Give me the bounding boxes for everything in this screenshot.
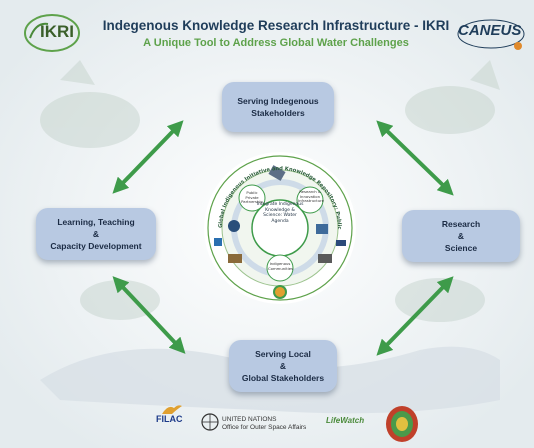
node-top-line1: Serving Indegenous: [237, 96, 319, 106]
node-right-line3: Science: [444, 243, 478, 253]
node-serving-local-global: Serving Local & Global Stakeholders: [229, 340, 337, 392]
lifewatch-logo: LifeWatch: [326, 416, 365, 425]
node-right-line2: &: [457, 231, 465, 241]
unoosa-logo-line1: UNITED NATIONS: [222, 416, 277, 423]
node-right-line1: Research: [441, 219, 481, 229]
arrow-top-left: [112, 120, 184, 194]
node-top-line2: Stakeholders: [251, 108, 305, 118]
node-left-line2: &: [92, 229, 100, 239]
partner-logo-icon: [336, 240, 346, 246]
node-bottom-line1: Serving Local: [255, 349, 311, 359]
ikri-leaf-icon: [24, 14, 80, 52]
un-emblem-icon: [201, 413, 219, 431]
unoosa-logo-line2: Office for Outer Space Affairs: [222, 424, 307, 431]
hub-bubble-right: Research & Innovation Infrastructure: [298, 189, 324, 204]
factory-icon: [316, 224, 328, 234]
caneus-logo: CANEUS: [458, 22, 522, 39]
node-left-line3: Capacity Development: [50, 241, 142, 251]
arrow-top-right: [376, 120, 454, 196]
node-serving-indegenous-stakeholders: Serving Indegenous Stakeholders: [222, 82, 334, 132]
photo-icon-right: [318, 254, 332, 263]
filac-bird-icon: [162, 405, 182, 414]
indigenous-seal-icon: [386, 406, 418, 442]
arrow-bottom-left: [112, 276, 186, 354]
hub-bubble-left: Public Private Partnership: [241, 190, 263, 205]
node-left-line1: Learning, Teaching: [57, 217, 135, 227]
unep-logo-icon: [214, 238, 222, 246]
node-learning-teaching: Learning, Teaching & Capacity Developmen…: [36, 208, 156, 260]
node-research-science: Research & Science: [402, 210, 520, 262]
page-subtitle: A Unique Tool to Address Global Water Ch…: [143, 37, 409, 49]
gear-icon: [228, 220, 240, 232]
node-bottom-line2: &: [279, 361, 287, 371]
hub-bubble-bottom: Indigenous Communities: [268, 261, 294, 271]
ikri-logo: [22, 12, 82, 54]
central-hub: [204, 152, 356, 304]
filac-logo: FILAC: [156, 414, 183, 424]
satellite-icon: [268, 165, 286, 181]
node-bottom-line3: Global Stakeholders: [241, 373, 325, 383]
hub-center-text: Integrate Indigenous Knowledge & Science…: [256, 202, 304, 224]
sdg-wheel-icon: [273, 285, 287, 299]
photo-icon-left: [228, 254, 242, 263]
arrow-bottom-right: [376, 276, 454, 356]
ikri-logo-text: IKRI: [40, 22, 74, 41]
caneus-swoosh-icon: [457, 19, 525, 50]
page-title: Indegenous Knowledge Research Infrastruc…: [102, 18, 450, 33]
